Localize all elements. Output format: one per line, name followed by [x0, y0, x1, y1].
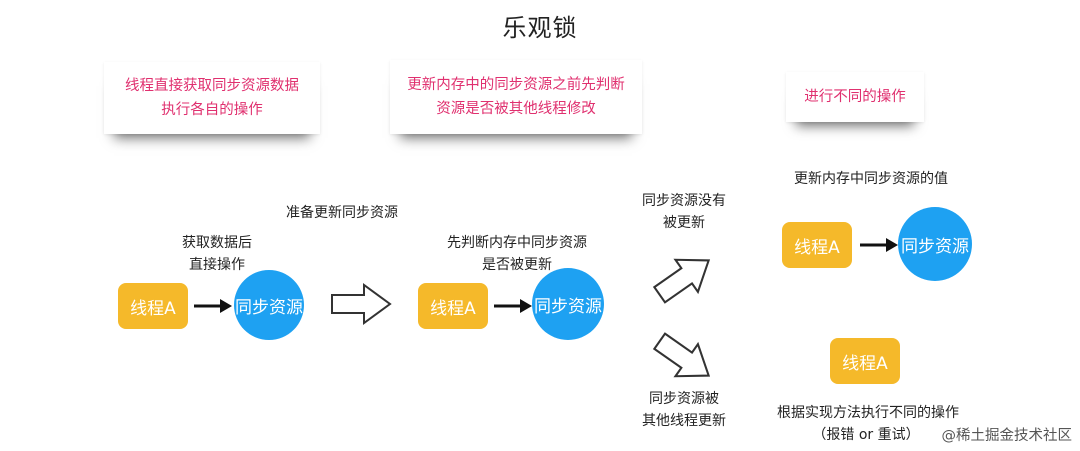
- caption-check-before-update: 先判断内存中同步资源 是否被更新: [432, 232, 602, 276]
- note-line: 线程直接获取同步资源数据: [125, 78, 299, 94]
- sync-resource-circle: 同步资源: [532, 268, 604, 340]
- caption-different-ops: 根据实现方法执行不同的操作: [777, 405, 959, 421]
- note-card-check-before-update: 更新内存中的同步资源之前先判断 资源是否被其他线程修改: [390, 60, 642, 134]
- sync-resource-circle: 同步资源: [234, 270, 304, 340]
- caption-prepare-update: 准备更新同步资源: [286, 205, 398, 221]
- thread-a-box: 线程A: [118, 283, 188, 329]
- caption-line: 同步资源没有: [642, 193, 726, 209]
- sync-resource-circle: 同步资源: [898, 207, 972, 281]
- note-line: 执行各自的操作: [161, 102, 263, 118]
- caption-line: 是否被更新: [482, 257, 552, 273]
- caption-line: 其他线程更新: [642, 413, 726, 429]
- arrow-right-icon: [860, 238, 898, 252]
- caption-line: 先判断内存中同步资源: [447, 235, 587, 251]
- note-card-direct-operate: 线程直接获取同步资源数据 执行各自的操作: [104, 62, 320, 134]
- thread-a-box: 线程A: [418, 283, 488, 329]
- arrow-right-icon: [194, 299, 232, 313]
- hollow-arrow-up-right-icon: [652, 258, 711, 304]
- caption-update-value: 更新内存中同步资源的值: [794, 171, 948, 187]
- hollow-arrow-right-icon: [331, 283, 392, 325]
- caption-different-ops-detail: （报错 or 重试）: [812, 427, 920, 443]
- note-line: 更新内存中的同步资源之前先判断: [407, 77, 625, 93]
- caption-line: 直接操作: [189, 257, 245, 273]
- watermark: @稀土掘金技术社区: [941, 428, 1073, 444]
- caption-line: 获取数据后: [182, 235, 252, 251]
- caption-line: 被更新: [663, 215, 705, 231]
- caption-get-data: 获取数据后 直接操作: [162, 232, 272, 276]
- thread-a-box: 线程A: [782, 222, 852, 268]
- note-card-different-ops: 进行不同的操作: [786, 72, 924, 122]
- caption-updated-by-others: 同步资源被 其他线程更新: [628, 388, 740, 432]
- diagram-title: 乐观锁: [502, 14, 578, 42]
- note-line: 进行不同的操作: [804, 89, 906, 105]
- hollow-arrow-down-right-icon: [652, 332, 711, 378]
- arrow-right-icon: [494, 299, 532, 313]
- caption-line: 同步资源被: [649, 391, 719, 407]
- caption-not-updated: 同步资源没有 被更新: [634, 190, 734, 234]
- note-line: 资源是否被其他线程修改: [436, 101, 596, 117]
- thread-a-box: 线程A: [830, 338, 900, 384]
